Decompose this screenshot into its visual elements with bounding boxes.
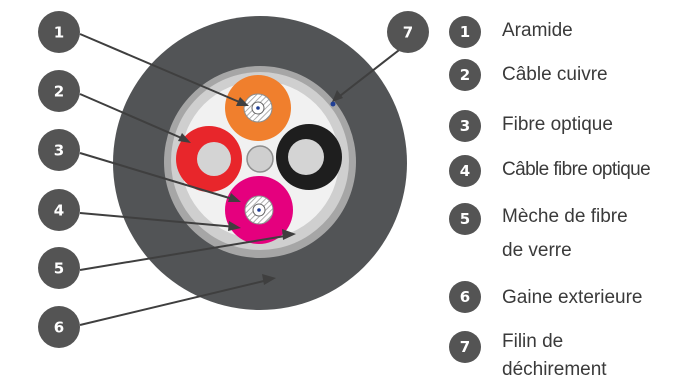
marker-1: 1 [38,11,80,53]
magenta-tube [225,176,293,244]
marker-4-number: 4 [54,202,64,220]
central-element [246,145,274,173]
marker-1-number: 1 [54,24,64,42]
marker-7-number: 7 [403,24,413,42]
orange-tube [225,75,291,141]
leader-line-3 [79,152,237,201]
leader-line-4 [79,212,237,228]
leader-line-7 [335,46,404,100]
leader-lines [79,33,404,326]
leader-line-2 [79,93,187,141]
marker-6-number: 6 [54,319,64,337]
arrowhead-5 [282,229,296,240]
red-tube [176,126,242,192]
rip-cord [330,101,336,107]
marker-5: 5 [38,247,80,289]
leader-line-1 [79,33,245,105]
arrowhead-6 [262,274,276,285]
cable-cross-section [113,16,407,310]
marker-5-number: 5 [54,260,64,278]
arrowhead-1 [236,97,249,106]
arrowhead-4 [228,221,241,231]
marker-3: 3 [38,129,80,171]
leader-arrowheads [178,90,343,285]
marker-3-number: 3 [54,142,64,160]
marker-2-number: 2 [54,83,64,101]
marker-7: 7 [387,11,429,53]
arrowhead-2 [178,133,191,143]
marker-6: 6 [38,306,80,348]
leader-line-5 [79,235,286,271]
arrowhead-7 [332,90,343,102]
arrowhead-3 [228,193,241,202]
leader-line-6 [79,279,269,326]
marker-4: 4 [38,189,80,231]
marker-2: 2 [38,70,80,112]
black-tube [276,124,342,190]
